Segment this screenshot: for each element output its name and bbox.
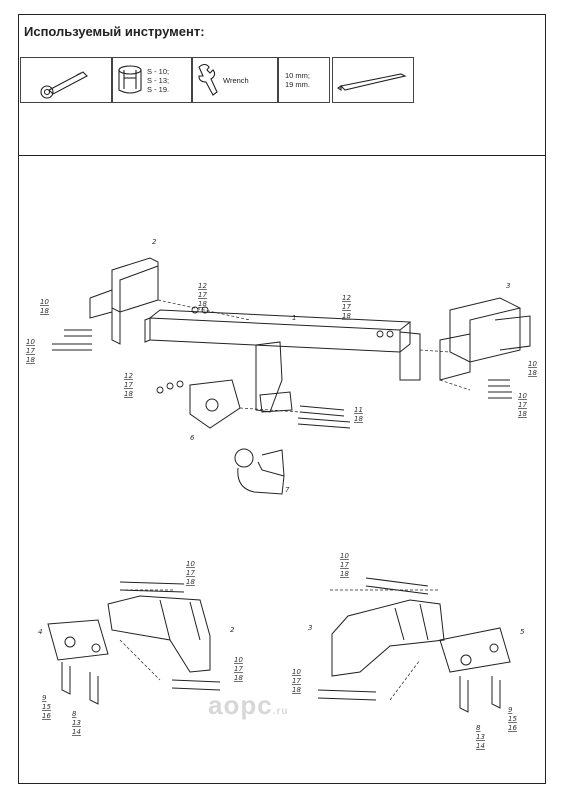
ball-mount-plate [255, 341, 283, 413]
left-bracket-bottom [107, 595, 211, 673]
left-bracket [111, 257, 159, 313]
left-plate-bottom [47, 619, 109, 661]
wrench-size-19: 19 mm. [285, 80, 311, 89]
tool-socket: S - 10; S - 13; S - 19. [112, 57, 192, 103]
socket-plate [189, 379, 241, 429]
label-2: 2 [152, 238, 157, 246]
tools-title: Используемый инструмент: [24, 24, 205, 39]
watermark: aopc.ru [208, 690, 288, 721]
socket-size-13: S - 13; [147, 75, 170, 85]
tool-wrench-sizes: 10 mm; 19 mm. [278, 57, 330, 103]
tool-pry-bar [332, 57, 414, 103]
tool-ratchet [20, 57, 112, 103]
instruction-frame [18, 14, 546, 784]
label-1: 1 [292, 314, 296, 322]
wrench-label: Wrench [223, 75, 249, 85]
right-bracket [449, 297, 521, 363]
label-2-bottom: 2 [230, 626, 235, 634]
label-7: 7 [285, 486, 290, 494]
socket-icon [118, 65, 142, 94]
right-bracket-bottom [331, 599, 445, 677]
tools-row: S - 10; S - 13; S - 19. Wrench 10 mm; 19… [20, 57, 414, 103]
right-plate-bottom [439, 627, 511, 673]
tow-bar-top [149, 309, 412, 331]
watermark-brand: aopc [208, 690, 273, 720]
tool-wrench: Wrench [192, 57, 278, 103]
part-labels: 1 2 3 6 7 2 4 3 5 [38, 238, 525, 636]
socket-size-10: S - 10; [147, 66, 170, 76]
pry-bar-icon [337, 73, 407, 92]
tow-bar [149, 317, 401, 353]
socket-size-19: S - 19. [147, 84, 170, 94]
socket-sizes: S - 10; S - 13; S - 19. [147, 67, 169, 94]
wrench-size-10: 10 mm; [285, 71, 311, 80]
label-3-bottom: 3 [308, 624, 312, 632]
label-4: 4 [38, 628, 42, 636]
watermark-tld: .ru [272, 706, 289, 717]
label-3: 3 [506, 282, 510, 290]
tow-ball [234, 448, 254, 468]
ratchet-icon [40, 71, 88, 99]
wrench-icon [198, 63, 218, 96]
label-6: 6 [190, 434, 195, 442]
section-divider [19, 155, 545, 156]
label-5: 5 [520, 628, 525, 636]
